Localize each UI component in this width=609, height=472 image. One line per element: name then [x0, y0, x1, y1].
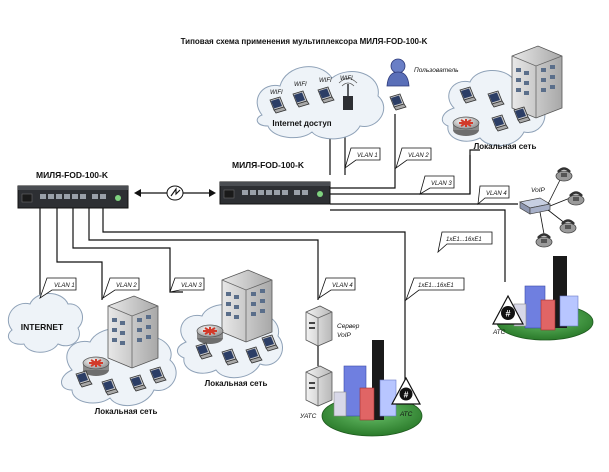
- voip-label: VoIP: [531, 187, 546, 194]
- vlan4-right-label: VLAN 4: [486, 191, 507, 197]
- uatc-server: [305, 365, 333, 407]
- mux-left-label: МИЛЯ-FOD-100-K: [36, 170, 109, 180]
- user-icon: [386, 58, 410, 111]
- e1-left-label: 1xE1...16xE1: [418, 283, 454, 289]
- uatc-label: УАТС: [299, 413, 317, 420]
- mux-link: [134, 185, 216, 201]
- cloud-internet: [7, 293, 83, 353]
- city-bottom: [321, 340, 423, 437]
- wifi-label-4: WIFI: [340, 76, 353, 82]
- svg-text:#: #: [505, 309, 510, 319]
- building-top-right: [511, 45, 563, 119]
- user-label: Пользователь: [414, 67, 459, 74]
- vlan3-left-label: VLAN 3: [181, 283, 202, 289]
- mux-right-label: МИЛЯ-FOD-100-K: [232, 160, 305, 170]
- server-voip-label-2: VoIP: [337, 332, 352, 339]
- internet-label: INTERNET: [21, 322, 64, 332]
- callouts: [39, 147, 510, 302]
- atc-bottom-label: АТС: [399, 411, 413, 418]
- mux-left: [17, 185, 129, 209]
- lan-middle-label: Локальная сеть: [205, 379, 268, 388]
- wires: [39, 109, 518, 395]
- mux-right: [219, 181, 331, 205]
- diagram-title: Типовая схема применения мультиплексора …: [181, 37, 428, 46]
- vlan4-left-label: VLAN 4: [332, 283, 353, 289]
- atc-right-label: АТС: [492, 329, 506, 336]
- atc-right-icon: #: [491, 294, 525, 325]
- building-bottom-left: [107, 295, 159, 369]
- lan-top-right-label: Локальная сеть: [474, 142, 537, 151]
- wifi-label-1: WIFI: [270, 90, 283, 96]
- server-voip: [305, 305, 333, 347]
- wifi-label-2: WIFI: [294, 82, 307, 88]
- building-middle: [221, 269, 273, 343]
- wifi-laptops: [269, 78, 358, 114]
- city-right: [496, 256, 594, 341]
- wifi-access-point-icon: [343, 96, 353, 110]
- server-voip-label-1: Сервер: [337, 323, 360, 330]
- vlan1-left-label: VLAN 1: [54, 283, 75, 289]
- voip-hub: [519, 175, 571, 235]
- vlan2-left-label: VLAN 2: [116, 283, 137, 289]
- internet-access-label: Internet доступ: [272, 119, 331, 128]
- vlan3-right-label: VLAN 3: [431, 181, 452, 187]
- e1-right-label: 1xE1...16xE1: [446, 237, 482, 243]
- lan-bottom-left-label: Локальная сеть: [95, 407, 158, 416]
- svg-text:#: #: [404, 390, 409, 400]
- vlan2-right-label: VLAN 2: [408, 153, 429, 159]
- vlan1-right-label: VLAN 1: [357, 153, 378, 159]
- atc-bottom-icon: #: [390, 376, 422, 405]
- wifi-label-3: WIFI: [319, 78, 332, 84]
